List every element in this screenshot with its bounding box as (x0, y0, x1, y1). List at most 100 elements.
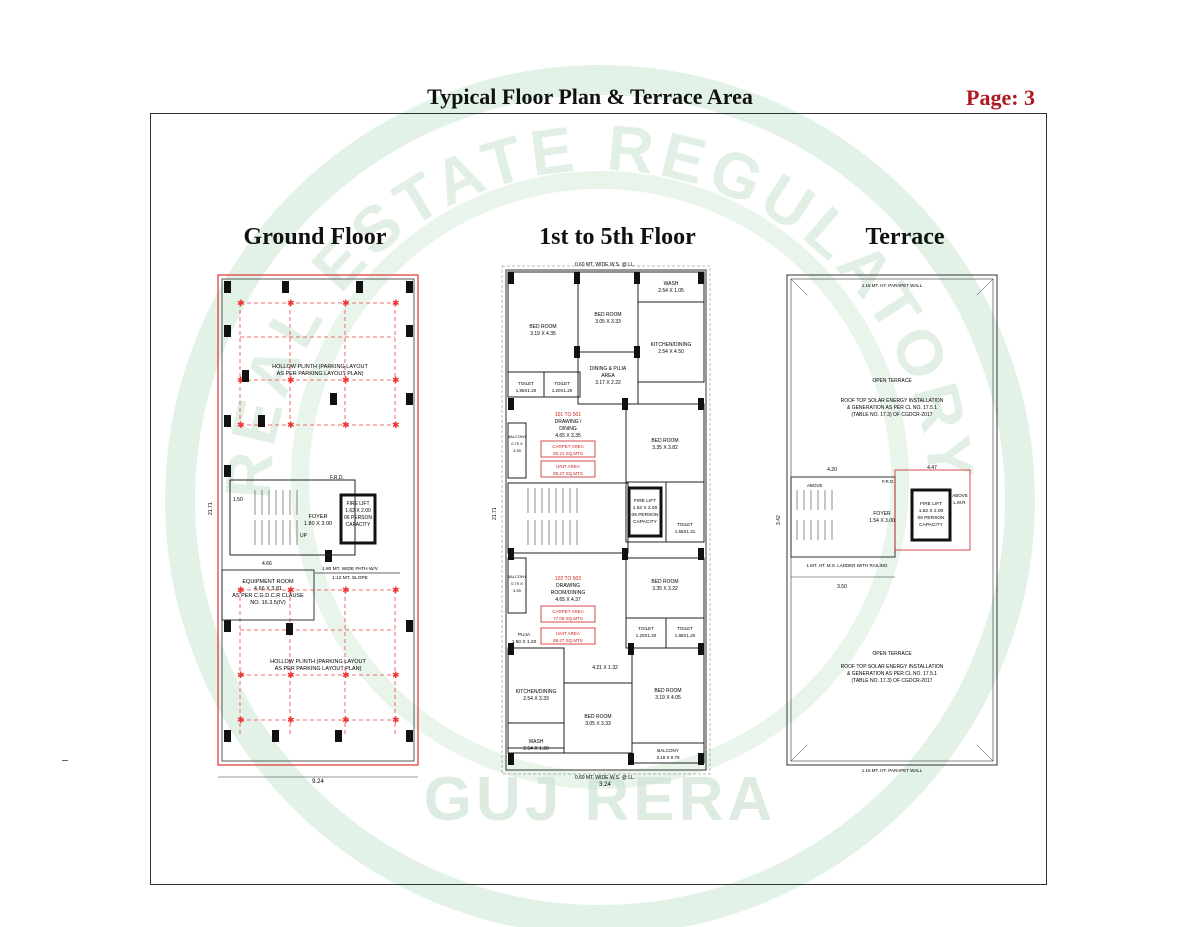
tf-toilet2-size: 1.20X1.20 (552, 388, 573, 393)
gf-hollow-plinth-top-line2: AS PER PARKING LAYOUT PLAN) (277, 371, 364, 377)
tf-fire-lift-line4: CAPACITY (633, 519, 657, 525)
tf-kitchen-bottom-size: 2.54 X 3.33 (523, 696, 549, 702)
tf-unit-top-line1: 101 TO 501 (555, 412, 581, 418)
gf-fire-lift-line4: CAPACITY (346, 522, 371, 528)
tf-carpet-top-box (540, 440, 596, 458)
svg-text:✱: ✱ (392, 298, 400, 308)
tf-balcony-bottom-line2: 0.79 X (511, 581, 523, 586)
tf-balcony-bottom2-name: BALCONY (657, 748, 679, 753)
gf-fire-lift-line1: FIRE LIFT (346, 501, 369, 507)
tf-wash-top-name: WASH (664, 281, 679, 287)
tf-balcony-top-line2: 0.79 X (511, 441, 523, 446)
terrace-above: ABOVE (807, 483, 823, 488)
terrace-fire-lift-line2: 1.62 X 2.00 (919, 508, 944, 514)
tf-balcony-top-line1: BALCONY (507, 434, 526, 439)
terrace-dim-420: 4.20 (827, 467, 837, 473)
tf-carpet-top-label: CARPET AREA (552, 444, 583, 449)
gf-columns (224, 281, 413, 742)
tf-kitchen-top-size: 2.54 X 4.50 (658, 349, 684, 355)
tf-wash-top-size: 2.54 X 1.05 (658, 288, 684, 294)
tf-unit-top-line3: DINING (559, 426, 577, 432)
svg-text:✱: ✱ (392, 375, 400, 385)
svg-text:✱: ✱ (287, 715, 295, 725)
gf-equipment-room (221, 569, 315, 621)
gf-equipment-line1: EQUIPMENT ROOM (242, 579, 294, 585)
typical-floor-plan: 0.60 MT. WIDE W.S. @ LL. (492, 262, 711, 788)
tf-dim-height: 21.71 (492, 507, 498, 520)
terrace-open-bottom-line3: & GENERATION AS PER CL NO. 17.5.1 (847, 671, 937, 677)
gf-outline (217, 274, 419, 766)
terrace-parapet-bottom: 1.15 MT. HT. PARAPET WALL (862, 768, 923, 773)
gf-up: UP (300, 533, 308, 539)
tf-bed2-name: BED ROOM (594, 312, 621, 318)
terrace-dim-height: 3.42 (776, 515, 782, 525)
tf-carpet-bottom-label: CARPET AREA (552, 609, 583, 614)
terrace-open-bottom-line4: (TABLE NO. 17.3) OF CGDCR-2017 (851, 678, 932, 684)
terrace-dim-350: 3.50 (837, 584, 847, 590)
tf-unit-top-line4: 4.65 X 3.35 (555, 433, 581, 439)
tf-outline (505, 269, 707, 771)
gf-parking-grid (239, 302, 396, 735)
tf-unit-bottom-line4: 4.65 X 4.37 (555, 597, 581, 603)
tf-bed3-size: 3.35 X 3.82 (652, 445, 678, 451)
tf-dining-puja-line2: AREA (601, 373, 615, 379)
svg-text:✱: ✱ (342, 670, 350, 680)
tf-unit-bottom-line3: ROOM/DINING (551, 590, 586, 596)
tf-balcony-bottom-line1: BALCONY (507, 574, 526, 579)
gf-foyer-name: FOYER (309, 514, 328, 520)
tf-toilet4-name: TOILET (638, 626, 654, 631)
gf-dim-width: 9.24 (312, 779, 324, 785)
gf-path-line2: 1:12 MT. SLOPE (332, 575, 368, 581)
svg-text:✱: ✱ (342, 715, 350, 725)
ground-floor-plan: ✱✱✱✱ ✱✱✱✱ ✱✱✱✱ ✱✱✱✱ ✱✱✱✱ ✱✱✱✱ HOLLOW PLI… (208, 274, 419, 785)
svg-text:✱: ✱ (287, 375, 295, 385)
tf-unit-area-bottom-label: UNIT AREA (556, 631, 580, 636)
tf-bed5-size: 3.05 X 3.33 (585, 721, 611, 727)
svg-text:✱: ✱ (287, 670, 295, 680)
gf-equipment-line3: AS PER C.G.D.C.R CLAUSE (232, 593, 304, 599)
tf-toilet5-name: TOILET (677, 626, 693, 631)
gf-dim-height: 21.71 (208, 502, 214, 515)
terrace-above-lmr-line1: ABOVE (952, 493, 968, 498)
gf-foyer-size: 1.80 X 3.00 (304, 521, 332, 527)
tf-bed6-size: 3.19 X 4.05 (655, 695, 681, 701)
terrace-foyer-size: 1.54 X 3.00 (869, 518, 895, 524)
tf-toilet1-size: 1.88X1.20 (516, 388, 537, 393)
tf-bed6-name: BED ROOM (654, 688, 681, 694)
svg-text:✱: ✱ (287, 420, 295, 430)
terrace-fire-lift-line1: FIRE LIFT (920, 501, 942, 507)
tf-passage: 4.21 X 1.32 (592, 665, 618, 671)
tf-unit-bottom-line2: DRAWING (556, 583, 580, 589)
terrace-foyer-name: FOYER (873, 511, 891, 517)
gf-dim-466: 4.66 (262, 561, 272, 567)
svg-text:✱: ✱ (392, 715, 400, 725)
terrace-open-bottom-line2: ROOF TOP SOLAR ENERGY INSTALLATION (841, 664, 944, 670)
tf-dim-width: 3.24 (599, 782, 611, 788)
tf-puja-name: PUJA (518, 632, 531, 638)
tf-carpet-bottom-value: 77.08 SQ.MTS (553, 616, 583, 621)
tf-fire-lift-line2: 1.62 X 2.00 (633, 505, 658, 511)
svg-text:✱: ✱ (237, 375, 245, 385)
gf-equipment-line2: 4.66 X 3.81 (254, 586, 282, 592)
terrace-open-top-line1: OPEN TERRACE (872, 378, 912, 384)
gf-stair-core (229, 479, 377, 556)
terrace-fire-lift-line4: CAPACITY (919, 522, 943, 528)
terrace-ladder: 1 MT. HT. M.S. LADDER WITH RAILING (806, 563, 888, 568)
svg-text:✱: ✱ (237, 670, 245, 680)
tf-lift-shaft (627, 486, 663, 538)
svg-text:✱: ✱ (237, 420, 245, 430)
tf-bed1-size: 3.19 X 4.35 (530, 331, 556, 337)
tf-unit-area-top-box (540, 460, 596, 478)
tf-toilet2-name: TOILET (554, 381, 570, 386)
gf-hollow-plinth-top-line1: HOLLOW PLINTH (PARKING LAYOUT (272, 364, 368, 370)
drawing-frame (150, 113, 1047, 885)
tf-kitchen-top-name: KITCHEN/DINING (651, 342, 692, 348)
tf-top-note: 0.60 MT. WIDE W.S. @ LL. (575, 262, 635, 268)
terrace-dim-447: 4.47 (927, 465, 937, 471)
tf-bed2-size: 3.05 X 3.33 (595, 319, 621, 325)
terrace-core (790, 469, 971, 558)
tf-columns (508, 272, 704, 765)
tf-bed3-name: BED ROOM (651, 438, 678, 444)
terrace-open-top-line4: (TABLE NO. 17.3) OF CGDCR-2017 (851, 412, 932, 418)
tf-balcony-bottom2-size: 3.19 X 0.79 (656, 755, 680, 760)
